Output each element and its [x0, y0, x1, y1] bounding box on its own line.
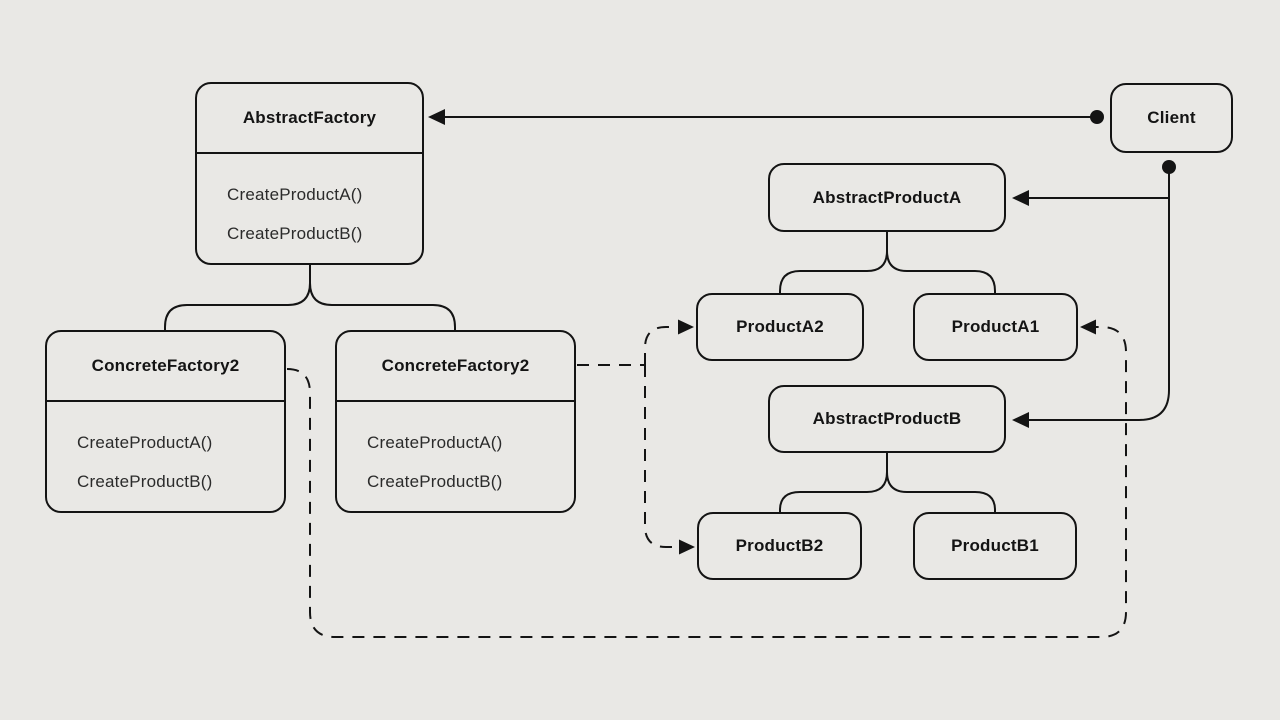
node-product-a2-title: ProductA2 — [736, 317, 824, 336]
arrowhead-into-abstractproducta — [1012, 190, 1029, 206]
method-createproductb: CreateProductB() — [77, 471, 213, 491]
method-createproductb: CreateProductB() — [367, 471, 503, 491]
arrowhead-into-producta2 — [678, 319, 694, 335]
edge-abstractproducta-to-products — [779, 232, 996, 294]
node-abstract-product-a-title: AbstractProductA — [812, 187, 962, 207]
node-abstract-product-b-title: AbstractProductB — [812, 409, 962, 428]
node-abstract-product-b: AbstractProductB — [768, 385, 1006, 453]
method-createproducta: CreateProductA() — [77, 432, 213, 452]
arrowhead-into-producta1 — [1080, 319, 1096, 335]
node-product-a1: ProductA1 — [913, 293, 1078, 361]
node-concrete-factory-mid-methods: CreateProductA() CreateProductB() — [337, 402, 574, 501]
edge-client-to-abstractproductb — [1022, 167, 1170, 421]
arrowhead-into-productb2 — [679, 539, 695, 555]
method-createproducta: CreateProductA() — [227, 184, 363, 204]
line-start-dot-client-bottom — [1162, 160, 1176, 174]
edge-abstractfactory-to-concretefactories — [164, 265, 456, 331]
node-product-a1-title: ProductA1 — [951, 317, 1040, 336]
node-product-b2: ProductB2 — [697, 512, 862, 580]
edge-concretefactory-left-to-producta1-dashed — [286, 326, 1127, 638]
node-abstract-product-a: AbstractProductA — [768, 163, 1006, 232]
arrowhead-into-abstractfactory — [428, 109, 445, 125]
arrowhead-into-abstractproductb — [1012, 412, 1029, 428]
node-product-b1: ProductB1 — [913, 512, 1077, 580]
method-createproductb: CreateProductB() — [227, 223, 363, 243]
node-product-b1-title: ProductB1 — [951, 536, 1039, 555]
node-client: Client — [1110, 83, 1233, 153]
node-concrete-factory-mid: ConcreteFactory2 CreateProductA() Create… — [335, 330, 576, 513]
node-abstract-factory: AbstractFactory CreateProductA() CreateP… — [195, 82, 424, 265]
edge-abstractproductb-to-products — [779, 453, 996, 514]
node-concrete-factory-mid-title: ConcreteFactory2 — [337, 332, 574, 402]
node-client-title: Client — [1147, 108, 1196, 127]
line-start-dot-client-left — [1090, 110, 1104, 124]
node-product-a2: ProductA2 — [696, 293, 864, 361]
method-createproducta: CreateProductA() — [367, 432, 503, 452]
node-product-b2-title: ProductB2 — [735, 536, 824, 555]
node-abstract-factory-methods: CreateProductA() CreateProductB() — [197, 154, 422, 253]
edge-concretefactory-mid-to-products-dashed — [577, 326, 677, 548]
node-concrete-factory-left-methods: CreateProductA() CreateProductB() — [47, 402, 284, 501]
node-concrete-factory-left: ConcreteFactory2 CreateProductA() Create… — [45, 330, 286, 513]
node-abstract-factory-title: AbstractFactory — [197, 84, 422, 154]
node-concrete-factory-left-title: ConcreteFactory2 — [47, 332, 284, 402]
